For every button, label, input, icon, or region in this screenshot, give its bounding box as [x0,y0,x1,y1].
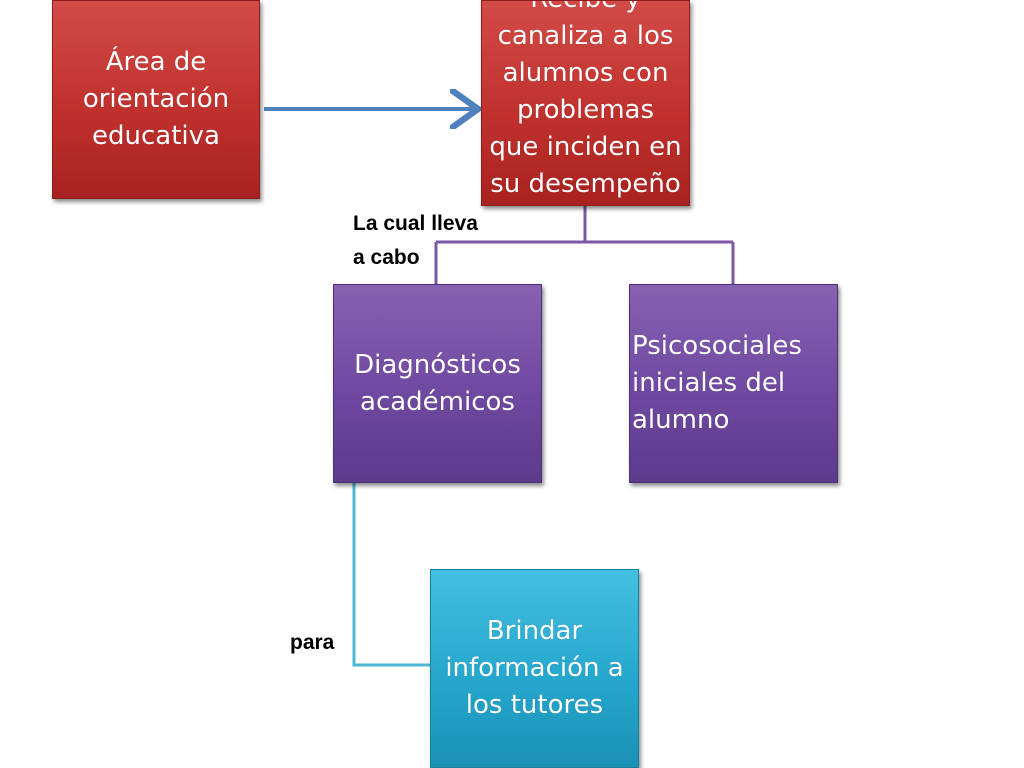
node-diagnosticos-academicos-text: Diagnósticos académicos [354,349,521,417]
connector-recibe-to-children [434,206,735,284]
node-psicosociales: Psicosociales iniciales del alumno [629,284,838,483]
node-brindar-informacion-text: Brindar información a los tutores [445,616,624,720]
node-psicosociales-text: Psicosociales iniciales del alumno [632,331,802,435]
node-recibe-canaliza-text: Recibe y canaliza a los alumnos con prob… [489,1,682,199]
connector-label-lleva-a-cabo: La cual lleva a cabo [353,212,478,269]
node-area-orientacion: Área de orientación educativa [52,0,260,199]
connector-label-para: para [290,631,335,654]
connector-diagnosticos-to-brindar [352,483,430,667]
node-area-orientacion-text: Área de orientación educativa [82,47,230,151]
node-recibe-canaliza: Recibe y canaliza a los alumnos con prob… [481,0,690,206]
node-diagnosticos-academicos: Diagnósticos académicos [333,284,542,483]
node-brindar-informacion: Brindar información a los tutores [430,569,639,768]
